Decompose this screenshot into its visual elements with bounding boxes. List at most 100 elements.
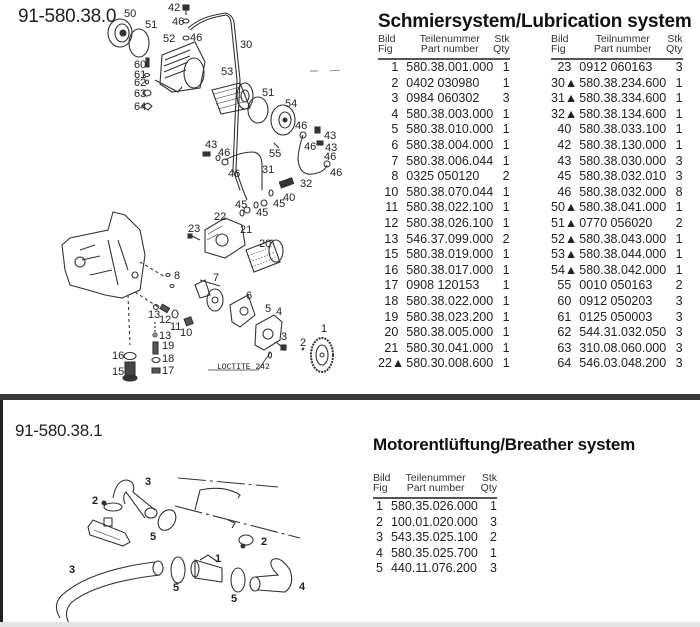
fig-number: 61: [557, 309, 572, 324]
svg-text:30: 30: [240, 39, 252, 51]
quantity: 1: [502, 262, 510, 277]
fig-number: 15: [384, 247, 399, 262]
part-number: 543.35.025.100: [390, 530, 478, 545]
part-number: 580.38.234.600: [579, 75, 667, 90]
oil-line-icon: [187, 12, 248, 201]
quantity: 1: [502, 137, 510, 152]
lubrication-ref-number: 91-580.38.0: [18, 6, 117, 27]
part-number: 546.37.099.000: [406, 231, 494, 246]
fig-number: 51▲: [551, 215, 578, 230]
quantity: 3: [675, 60, 683, 74]
quantity: 1: [675, 75, 683, 90]
svg-text:18: 18: [162, 353, 174, 365]
breather-section: 91-580.38.1 Motorentlüftung/Breather sys…: [0, 400, 700, 622]
fig-number: 5: [376, 561, 383, 576]
fig-number: 13: [384, 231, 399, 246]
svg-text:5: 5: [150, 531, 156, 543]
svg-text:46: 46: [190, 32, 202, 44]
svg-text:43: 43: [325, 142, 337, 154]
part-number: 580.38.032.000: [579, 184, 667, 199]
quantity: 1: [502, 293, 510, 308]
section-divider: [0, 394, 700, 401]
fig-number: 22▲: [378, 356, 405, 371]
part-number: 310.08.060.000: [579, 340, 667, 355]
quantity: 1: [502, 122, 510, 137]
quantity: 3: [675, 309, 683, 324]
part-number: 580.38.334.600: [579, 91, 667, 106]
quantity: 3: [490, 514, 497, 529]
fig-number: 1: [391, 60, 399, 74]
fig-number: 53▲: [551, 247, 578, 262]
svg-text:32: 32: [300, 178, 312, 190]
quantity: 1: [675, 122, 683, 137]
svg-text:13: 13: [148, 309, 160, 321]
quantity: 1: [502, 247, 510, 262]
oil-filter-icon: [211, 82, 254, 115]
fig-number: 4: [376, 545, 383, 560]
svg-text:63: 63: [134, 88, 146, 100]
svg-text:5: 5: [173, 582, 179, 594]
svg-text:61: 61: [134, 69, 146, 81]
svg-text:3: 3: [69, 564, 75, 576]
part-number: 580.38.041.000: [579, 200, 667, 215]
part-number: 580.38.044.000: [579, 247, 667, 262]
fig-number: 7: [391, 153, 399, 168]
quantity: 8: [675, 184, 683, 199]
part-number: 580.30.041.000: [406, 340, 494, 355]
svg-text:42: 42: [168, 2, 180, 14]
svg-text:52: 52: [163, 33, 175, 45]
svg-text:4: 4: [299, 581, 306, 593]
svg-text:1: 1: [215, 553, 221, 565]
lubrication-title: Schmiersystem/Lubrication system: [378, 11, 692, 32]
part-number: 0402 030980: [406, 75, 480, 90]
quantity: 1: [675, 137, 683, 152]
svg-text:2: 2: [261, 536, 267, 548]
part-number: 580.38.134.600: [579, 106, 667, 121]
svg-text:43: 43: [205, 139, 217, 151]
svg-text:51: 51: [262, 87, 274, 99]
pump-cover-icon: [204, 217, 246, 259]
svg-text:46: 46: [295, 120, 307, 132]
svg-text:1: 1: [321, 323, 327, 335]
part-number: 580.38.023.200: [406, 309, 494, 324]
part-number: 580.38.130.000: [579, 137, 667, 152]
svg-text:2: 2: [300, 337, 306, 349]
fig-number: 11: [385, 200, 399, 215]
fig-number: 50▲: [551, 200, 578, 215]
quantity: 3: [675, 293, 683, 308]
fig-number: 42: [557, 137, 572, 152]
filter-housing-icon: [154, 41, 206, 93]
svg-text:55: 55: [269, 148, 281, 160]
fig-number: 63: [557, 340, 572, 355]
breather-ref-number: 91-580.38.1: [15, 421, 103, 440]
quantity: 1: [675, 231, 683, 246]
part-number: 0325 050120: [406, 169, 480, 184]
svg-text:5: 5: [231, 593, 237, 605]
fig-number: 19: [384, 309, 399, 324]
